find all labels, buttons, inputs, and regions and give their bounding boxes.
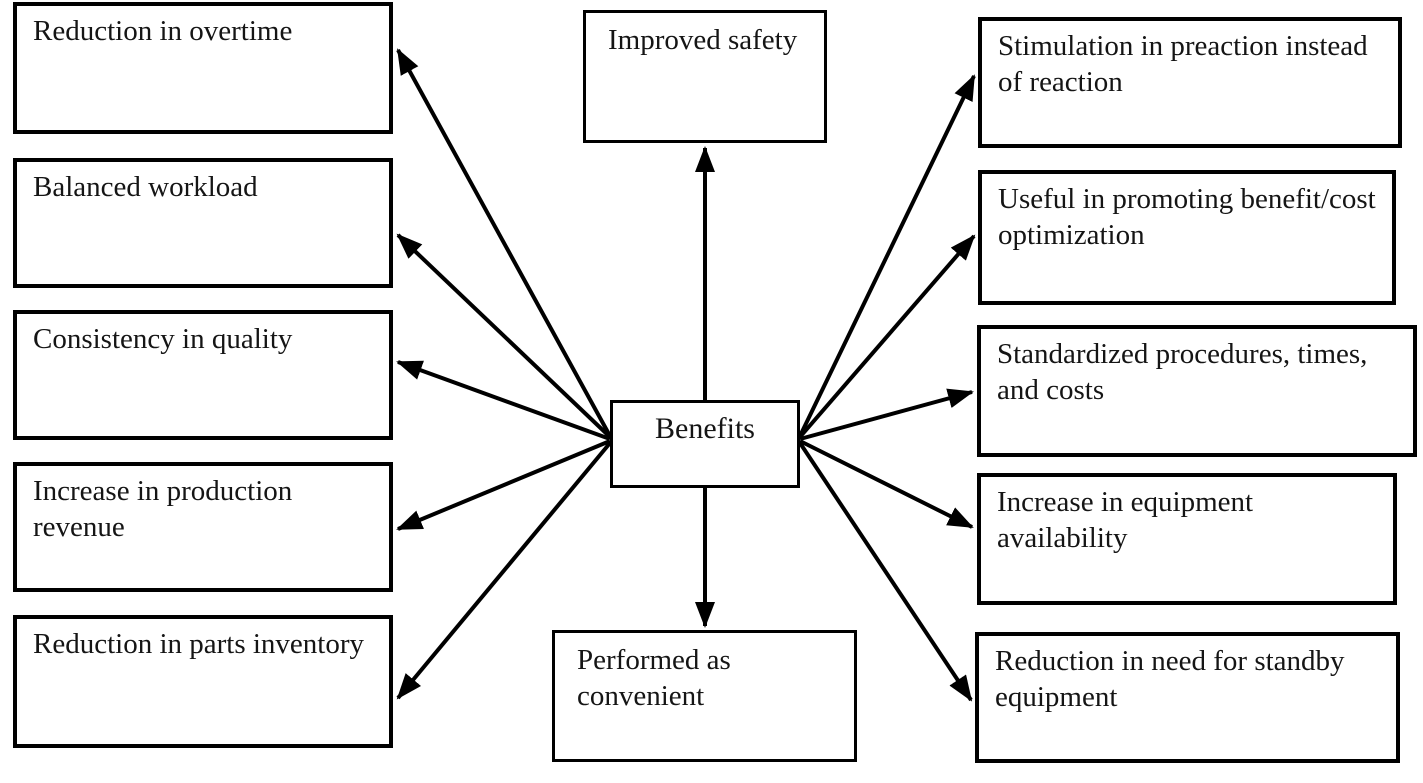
node-standby-equipment: Reduction in need for standby equipment (975, 632, 1400, 763)
arrow-to-reduction-in-overtime (396, 48, 612, 437)
arrow-to-benefit-cost (798, 234, 976, 439)
node-consistency-in-quality: Consistency in quality (13, 310, 393, 440)
arrow-to-standardized (799, 388, 974, 441)
arrow-to-production-revenue (396, 439, 611, 531)
node-standardized-procedures: Standardized procedures, times, and cost… (977, 325, 1417, 457)
node-increase-production-revenue: Increase in production revenue (13, 462, 393, 592)
arrow-to-balanced-workload (396, 233, 612, 439)
node-reduction-in-overtime: Reduction in overtime (13, 2, 393, 134)
node-improved-safety: Improved safety (583, 10, 827, 143)
node-reduction-parts-inventory: Reduction in parts inventory (13, 615, 393, 748)
arrow-to-equipment-availability (799, 439, 974, 529)
node-stimulation-preaction: Stimulation in preaction instead of reac… (978, 17, 1402, 148)
node-benefits-hub: Benefits (610, 400, 800, 488)
arrow-to-consistency-quality (396, 360, 611, 441)
node-balanced-workload: Balanced workload (13, 158, 393, 288)
node-equipment-availability: Increase in equipment availability (977, 473, 1397, 605)
node-performed-as-convenient: Performed as convenient (552, 630, 857, 762)
node-benefit-cost-optimization: Useful in promoting benefit/cost optimiz… (978, 170, 1396, 305)
